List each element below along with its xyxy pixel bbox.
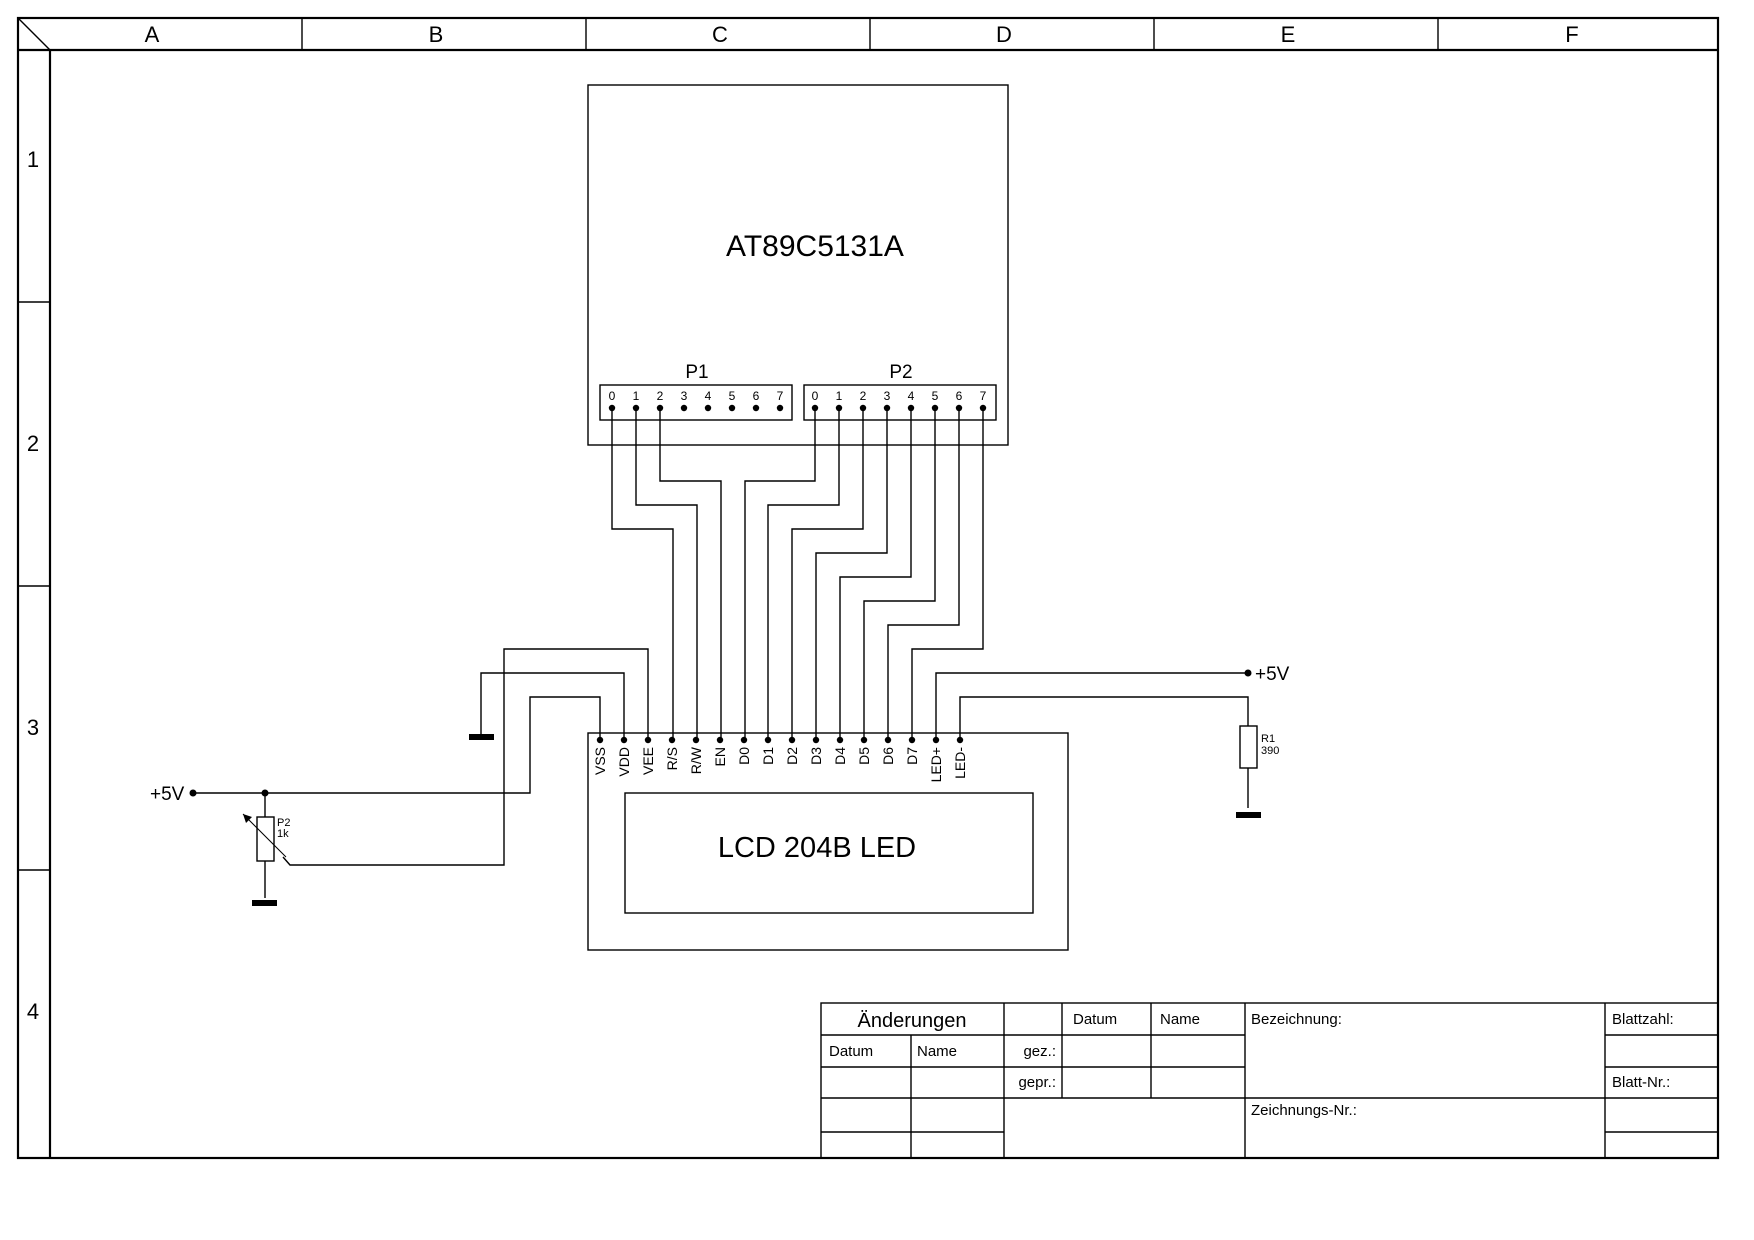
title-block-zeichnungs-nr: Zeichnungs-Nr.: (1251, 1102, 1357, 1119)
lcd-pin-en: EN (712, 747, 728, 766)
lcd-pin-dot-4 (692, 736, 700, 744)
microcontroller: AT89C5131A P1 P2 (587, 84, 1009, 446)
ground-symbol-resistor (1236, 812, 1261, 818)
title-block-gez: gez.: (1023, 1043, 1056, 1060)
row-label-3: 3 (27, 715, 39, 740)
port2-pin-7: 7 (980, 389, 987, 403)
column-label-b: B (429, 22, 444, 47)
column-label-d: D (996, 22, 1012, 47)
port2-pin-1: 1 (836, 389, 843, 403)
lcd-name: LCD 204B LED (718, 832, 916, 864)
mcu-name: AT89C5131A (726, 230, 904, 263)
port1-pin-labels: 0 1 2 3 4 5 6 7 (609, 389, 784, 412)
potentiometer: P2 1k (242, 813, 290, 862)
title-block-bezeichnung: Bezeichnung: (1251, 1011, 1342, 1028)
port2-pin-labels: 0 1 2 3 4 5 6 7 (812, 389, 987, 412)
port1-pin-dot-7 (776, 404, 784, 412)
port1-pin-dot-3 (680, 404, 688, 412)
column-label-c: C (712, 22, 728, 47)
title-block-name-header: Name (1160, 1011, 1200, 1028)
port2-pin-5: 5 (932, 389, 939, 403)
lcd-pin-d6: D6 (880, 747, 896, 765)
title-block-name-column: Name (917, 1043, 957, 1060)
port1-pin-5: 5 (729, 389, 736, 403)
lcd-pin-d4: D4 (832, 747, 848, 765)
resistor-value: 390 (1261, 745, 1279, 757)
lcd-pin-dot-6 (740, 736, 748, 744)
port2-pin-6: 6 (956, 389, 963, 403)
port1-label: P1 (685, 362, 708, 383)
title-block-datum-column: Datum (829, 1043, 873, 1060)
port1-pin-3: 3 (681, 389, 688, 403)
lcd-pin-vee: VEE (640, 747, 656, 775)
title-block-gepr: gepr.: (1018, 1074, 1056, 1091)
row-label-1: 1 (27, 147, 39, 172)
frame-row-labels: 1 2 3 4 (27, 147, 39, 1024)
port2-pin-0: 0 (812, 389, 819, 403)
supply-label-left: +5V (150, 784, 185, 805)
lcd-pin-d7: D7 (904, 747, 920, 765)
port1-pin-dot-4 (704, 404, 712, 412)
potentiometer-value: 1k (277, 828, 289, 840)
resistor-ref: R1 (1261, 733, 1275, 745)
lcd-pin-led: LED- (952, 747, 968, 779)
potentiometer-ref: P2 (277, 817, 290, 829)
port1-pin-7: 7 (777, 389, 784, 403)
lcd-pin-r-s: R/S (664, 747, 680, 770)
lcd-pin-d0: D0 (736, 747, 752, 765)
port2-pin-3: 3 (884, 389, 891, 403)
port2-pin-2: 2 (860, 389, 867, 403)
title-block-text: Änderungen Datum Name Datum Name gez.: g… (829, 1010, 1674, 1119)
lcd-pin-r-w: R/W (688, 746, 704, 774)
title-block-datum-header: Datum (1073, 1011, 1117, 1028)
lcd-pin-labels: VSS VDD VEE R/S R/W EN D0 D1 D2 D3 D4 D5 D6 D7 LED+ LED… (592, 736, 968, 782)
lcd-module: LCD 204B LED (587, 732, 1069, 951)
port1-pin-0: 0 (609, 389, 616, 403)
lcd-pin-led: LED+ (928, 747, 944, 782)
frame-column-labels: A B C D E F (145, 22, 1579, 47)
lcd-pin-d1: D1 (760, 747, 776, 765)
title-block-blattzahl: Blattzahl: (1612, 1011, 1674, 1028)
lcd-pin-vss: VSS (592, 747, 608, 775)
supply-label-right: +5V (1255, 664, 1290, 685)
row-label-4: 4 (27, 999, 39, 1024)
port1-pin-2: 2 (657, 389, 664, 403)
lcd-pin-d5: D5 (856, 747, 872, 765)
resistor: R1 390 (1239, 725, 1279, 769)
port1-pin-dot-6 (752, 404, 760, 412)
lcd-pin-d3: D3 (808, 747, 824, 765)
lcd-pin-vdd: VDD (616, 747, 632, 777)
port2-pin-4: 4 (908, 389, 915, 403)
ground-symbol-vdd (469, 734, 494, 740)
wiring (193, 408, 1249, 898)
lcd-pin-d2: D2 (784, 747, 800, 765)
port2-label: P2 (889, 362, 912, 383)
port1-pin-4: 4 (705, 389, 712, 403)
ground-symbol-potentiometer (252, 900, 277, 906)
lcd-pin-dot-5 (716, 736, 724, 744)
column-label-f: F (1565, 22, 1578, 47)
junction-dots (189, 669, 1252, 797)
port1-pin-1: 1 (633, 389, 640, 403)
title-block-changes: Änderungen (858, 1010, 967, 1032)
column-label-e: E (1281, 22, 1296, 47)
port2-header (803, 384, 997, 421)
column-label-a: A (145, 22, 160, 47)
port1-pin-dot-5 (728, 404, 736, 412)
lcd-display-window (624, 792, 1034, 914)
title-block (820, 1002, 1719, 1159)
port1-pin-6: 6 (753, 389, 760, 403)
row-label-2: 2 (27, 431, 39, 456)
lcd-pin-dot-3 (668, 736, 676, 744)
title-block-blatt-nr: Blatt-Nr.: (1612, 1074, 1670, 1091)
port1-header (599, 384, 793, 421)
